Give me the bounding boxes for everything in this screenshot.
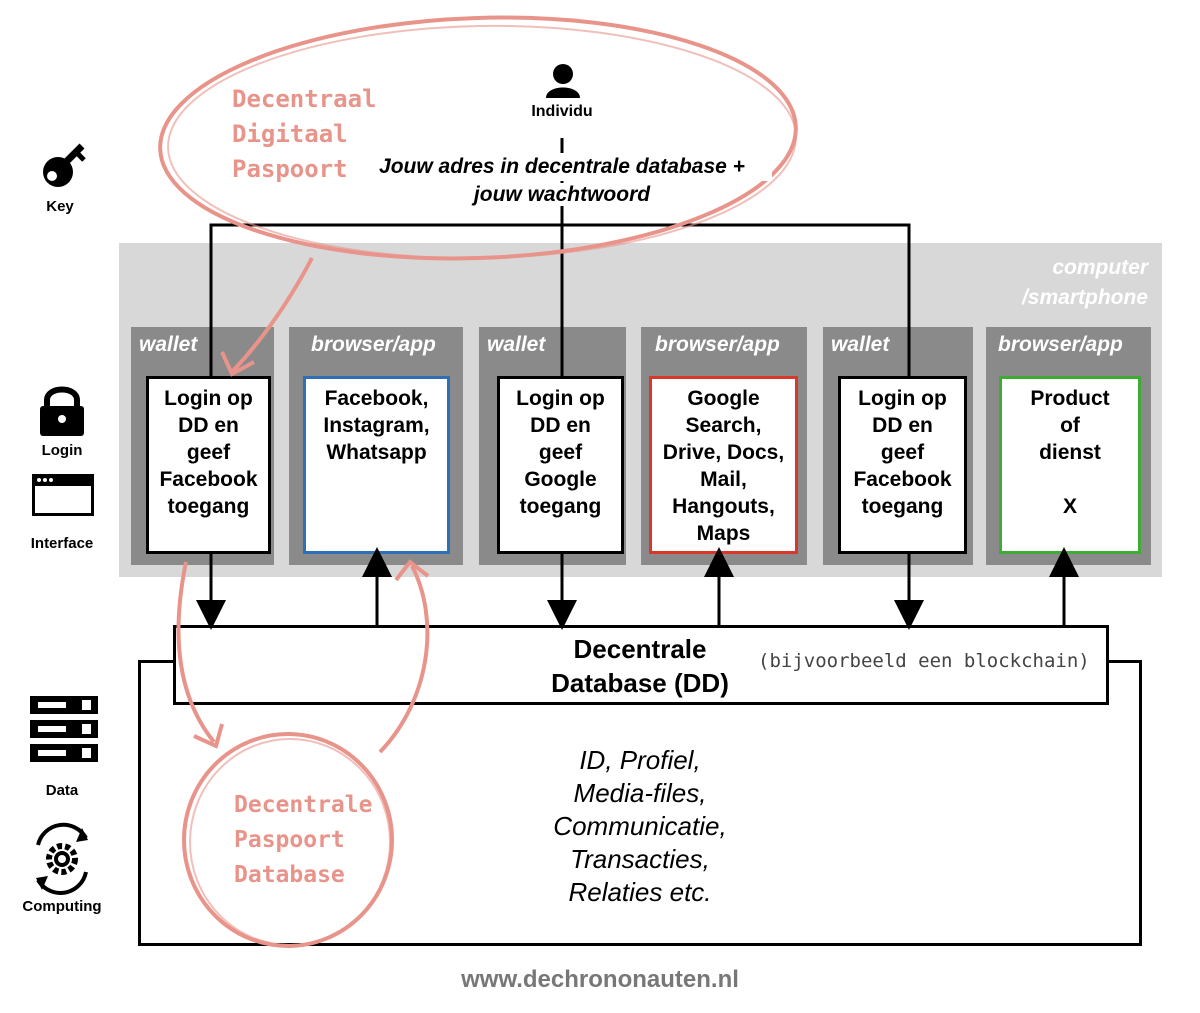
database-contents: ID, Profiel, Media-files, Communicatie, … — [553, 745, 727, 907]
data-label: Data — [45, 782, 79, 799]
computing-label: Computing — [22, 898, 102, 915]
person-icon — [546, 64, 580, 98]
column-browser-facebook: browser/app Facebook,Instagram,Whatsapp — [289, 327, 463, 565]
individu-address: Jouw adres in decentrale database + jouw… — [352, 153, 772, 209]
sketch-arrow-to-wallet — [230, 257, 314, 374]
interface-label: Interface — [30, 535, 94, 552]
passport-db-note: Decentrale Paspoort Database — [234, 792, 373, 888]
sketch-arrow-to-passport-db — [176, 561, 216, 744]
sketch-arrow-to-facebook — [378, 565, 430, 754]
footer-url[interactable]: www.dechrononauten.nl — [461, 966, 739, 993]
device-label: computer /smartphone — [1021, 256, 1148, 309]
passport-db-sketch-circle — [182, 732, 394, 948]
passport-note: Decentraal Digitaal Paspoort — [232, 85, 377, 183]
key-icon — [43, 143, 86, 187]
individu-label: Individu — [512, 103, 612, 121]
column-title: wallet — [831, 333, 890, 356]
server-icon — [30, 696, 98, 762]
lock-icon — [40, 386, 84, 436]
database-title-box — [173, 625, 1109, 705]
column-title: browser/app — [998, 333, 1123, 356]
database-note: (bijvoorbeeld een blockchain) — [758, 650, 1090, 672]
column-title: browser/app — [311, 333, 436, 356]
window-icon — [32, 474, 94, 516]
key-connector-line — [209, 223, 911, 376]
column-title: wallet — [139, 333, 198, 356]
facebook-apps-box: Facebook,Instagram,Whatsapp — [303, 376, 450, 554]
gear-icon — [36, 822, 88, 895]
key-label: Key — [46, 198, 74, 215]
column-title: wallet — [487, 333, 546, 356]
login-label: Login — [41, 442, 83, 459]
column-title: browser/app — [655, 333, 780, 356]
database-content-box — [138, 660, 1142, 946]
database-title: Decentrale Database (DD) — [551, 634, 729, 698]
